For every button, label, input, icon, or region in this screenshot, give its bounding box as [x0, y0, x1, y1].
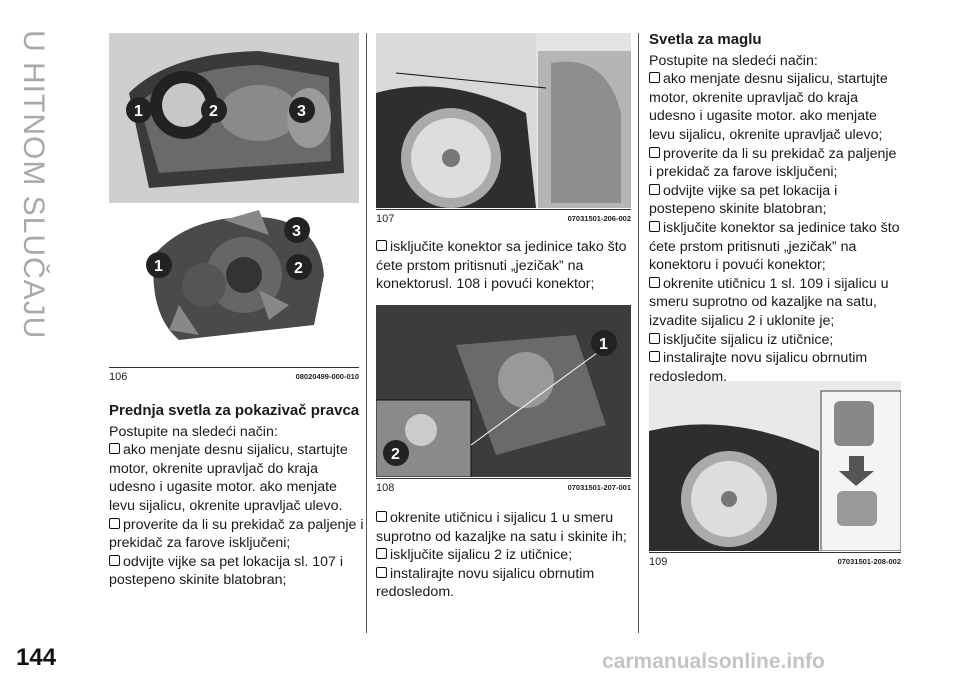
- bullet-icon: [649, 332, 660, 344]
- callout-2: 2: [209, 103, 218, 120]
- intro-text: Postupite na sledeći način:: [649, 52, 818, 69]
- list-item: ako menjate desnu sijalicu, startujte mo…: [649, 71, 888, 143]
- bullet-icon: [649, 351, 660, 363]
- callout-3: 3: [292, 223, 301, 240]
- chapter-side-title: U HITNOM SLUČAJU: [17, 30, 50, 340]
- text-column-2a: isključite konektor sa jedinice tako što…: [376, 238, 631, 294]
- page-number: 144: [16, 644, 57, 671]
- list-item: odvijte vijke sa pet lokacija i postepen…: [649, 182, 838, 218]
- bullet-icon: [649, 146, 660, 158]
- bullet-icon: [376, 566, 387, 578]
- bullet-icon: [109, 443, 120, 455]
- bullet-icon: [376, 511, 387, 522]
- list-item: instalirajte novu sijalicu obrnutim redo…: [376, 565, 595, 601]
- figure-108-connector: 1 2: [376, 305, 631, 477]
- callout-3: 3: [297, 103, 306, 120]
- watermark: carmanualsonline.info: [602, 650, 825, 673]
- intro-text: Postupite na sledeći način:: [109, 423, 278, 440]
- text-column-3: Svetla za maglu Postupite na sledeći nač…: [649, 31, 901, 386]
- list-item: isključite konektor sa jedinice tako što…: [376, 239, 627, 293]
- text-column-1: Prednja svetla za pokazivač pravca Postu…: [109, 402, 364, 590]
- bullet-icon: [649, 220, 660, 232]
- section-heading: Svetla za maglu: [649, 31, 762, 48]
- callout-1: 1: [599, 336, 608, 353]
- bullet-icon: [649, 183, 660, 195]
- figure-109-foglamp: [649, 381, 901, 551]
- bullet-icon: [376, 240, 387, 251]
- bullet-icon: [109, 517, 120, 529]
- list-item: isključite sijalicu iz utičnice;: [649, 331, 901, 350]
- section-heading: Prednja svetla za pokazivač pravca: [109, 402, 360, 419]
- text-column-2b: okrenite utičnicu i sijalicu 1 u smeru s…: [376, 509, 638, 602]
- bullet-icon: [376, 548, 387, 560]
- list-item: proverite da li su prekidač za paljenje …: [649, 145, 897, 181]
- figure-106-headlamp-rear: 1 2 3: [109, 205, 359, 365]
- bullet-icon: [649, 276, 660, 288]
- callout-2: 2: [294, 260, 303, 277]
- figure-106-headlamp-top: 1 2 3: [109, 33, 359, 203]
- column-divider: [366, 33, 367, 633]
- column-divider: [638, 33, 639, 633]
- list-item: odvijte vijke sa pet lokacija sl. 107 i …: [109, 553, 344, 589]
- callout-2: 2: [391, 446, 400, 463]
- list-item: isključite konektor sa jedinice tako što…: [649, 219, 900, 274]
- callout-1: 1: [154, 258, 163, 275]
- callout-1: 1: [134, 103, 143, 120]
- bullet-icon: [109, 554, 120, 566]
- list-item: isključite sijalicu 2 iz utičnice;: [376, 546, 638, 565]
- list-item: instalirajte novu sijalicu obrnutim redo…: [649, 350, 868, 385]
- bullet-icon: [649, 72, 660, 84]
- list-item: okrenite utičnicu i sijalicu 1 u smeru s…: [376, 510, 627, 545]
- list-item: okrenite utičnicu 1 sl. 109 i sijalicu u…: [649, 275, 889, 329]
- list-item: ako menjate desnu sijalicu, startujte mo…: [109, 442, 348, 514]
- figure-107-wheel-fender: [376, 33, 631, 208]
- list-item: proverite da li su prekidač za paljenje …: [109, 516, 364, 552]
